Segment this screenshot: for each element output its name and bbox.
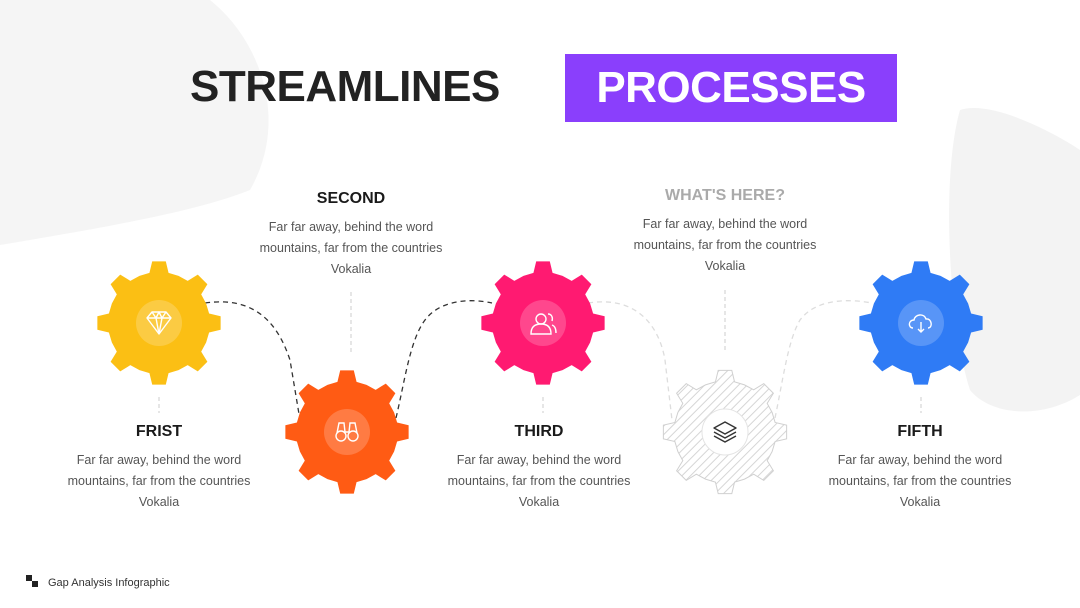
step-4-description: Far far away, behind the word mountains,… [633,217,817,273]
gear-hub [136,300,182,346]
connector-1-2 [204,301,301,421]
layers-icon [713,421,737,443]
connector-2-3 [395,300,493,419]
gear-step-1 [97,261,221,385]
cloud-download-icon [908,314,932,333]
step-5-description: Far far away, behind the word mountains,… [828,453,1012,509]
connector-3-4 [587,301,673,421]
footer-caption: Gap Analysis Infographic [48,577,170,589]
step-1-title: FRIST [135,423,183,440]
page-title-highlight: PROCESSES [596,63,866,112]
step-3-title: THIRD [514,423,564,440]
title-highlight-box: PROCESSES [565,54,897,122]
brand-logo-icon [26,575,38,587]
step-3-description: Far far away, behind the word mountains,… [447,453,631,509]
page-title: STREAMLINES [190,62,500,111]
users-icon [530,313,557,335]
gear-step-4 [662,369,788,495]
diamond-icon [146,311,172,335]
step-5-title: FIFTH [897,423,943,440]
step-2-description: Far far away, behind the word mountains,… [259,220,443,276]
gear-hub [701,408,749,456]
gear-body [97,261,221,385]
step-2-title: SECOND [316,190,386,207]
binoculars-icon [335,422,359,442]
step-4-title: WHAT'S HERE? [665,187,785,204]
step-1-description: Far far away, behind the word mountains,… [67,453,251,509]
connector-4-5 [774,300,873,419]
